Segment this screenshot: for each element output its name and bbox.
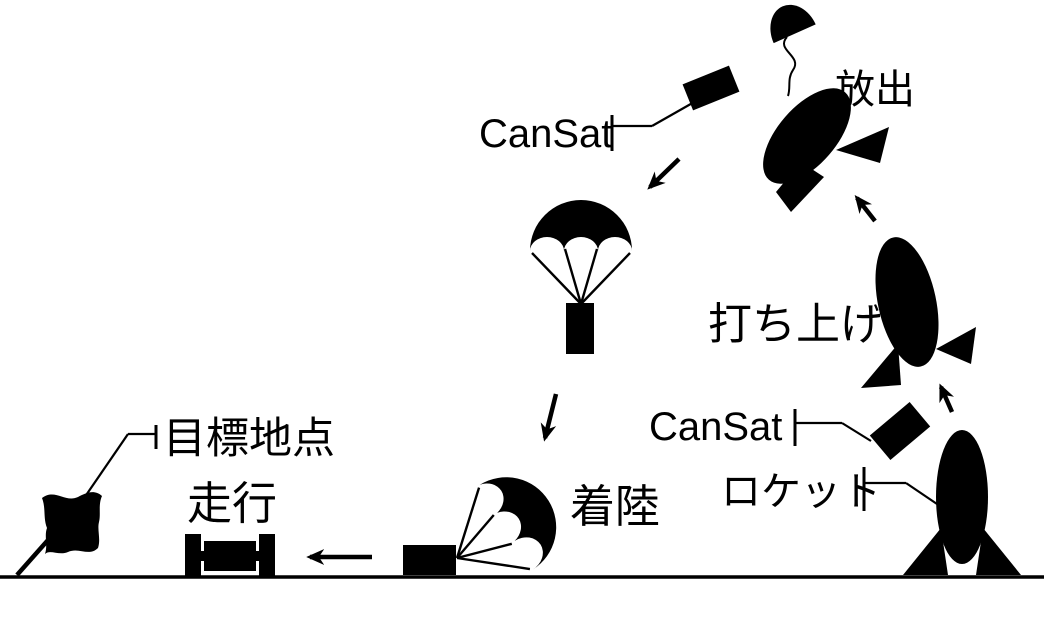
ejected-cansat-icon <box>682 65 740 111</box>
landed-cansat-icon <box>403 545 456 575</box>
eject-arrow-icon <box>647 157 681 190</box>
launch-cansat-icon <box>869 402 931 460</box>
nose-cone-icon <box>770 4 816 44</box>
cansat-top-label: CanSat <box>479 112 613 156</box>
launch-label: 打ち上げ <box>708 300 884 349</box>
rocket-leader-line <box>862 467 938 511</box>
cansat-bottom-label: CanSat <box>649 405 783 449</box>
tether-string <box>783 36 797 97</box>
landing-label: 着陸 <box>570 481 661 532</box>
run-label: 走行 <box>187 478 278 529</box>
descending-parachute-icon <box>530 200 632 354</box>
rocket-label: ロケット <box>721 470 881 514</box>
cansat-bottom-leader-line <box>793 409 872 446</box>
release-label: 放出 <box>835 68 915 112</box>
goal-leader-line <box>79 425 158 505</box>
cansat-top-leader-line <box>610 100 697 151</box>
goal-flag-icon <box>15 492 102 577</box>
landed-parachute-icon <box>455 477 557 571</box>
ground-rocket-icon <box>903 430 1021 575</box>
launch-rocket-icon <box>861 237 976 388</box>
rover-icon <box>185 534 275 576</box>
ascent-arrow-icon <box>938 383 955 413</box>
goal-label: 目標地点 <box>163 415 335 463</box>
release-arrow-icon <box>854 195 877 223</box>
descent-arrow-icon <box>540 393 559 442</box>
release-rocket-icon <box>763 88 889 212</box>
